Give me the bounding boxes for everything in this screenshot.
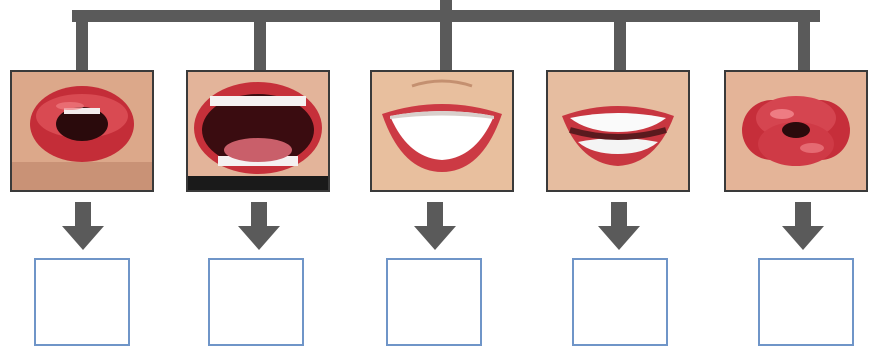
connector-drop-2 (254, 10, 266, 72)
answer-box-2[interactable] (208, 258, 304, 346)
mouth-broad-smile-teeth-image (370, 70, 514, 192)
answer-box-text (36, 260, 128, 344)
down-arrow-icon (780, 202, 826, 252)
down-arrow-icon (236, 202, 282, 252)
connector-drop-5 (798, 10, 810, 72)
answer-box-text (760, 260, 852, 344)
answer-box-text (210, 260, 302, 344)
answer-box-5[interactable] (758, 258, 854, 346)
answer-box-text (388, 260, 480, 344)
mouth-rounded-open-lips-image (10, 70, 154, 192)
down-arrow-icon (596, 202, 642, 252)
down-arrow-icon (60, 202, 106, 252)
answer-box-1[interactable] (34, 258, 130, 346)
connector-drop-4 (614, 10, 626, 72)
answer-box-text (574, 260, 666, 344)
down-arrow-icon (412, 202, 458, 252)
connector-drop-1 (76, 10, 88, 72)
connector-drop-3 (440, 10, 452, 72)
mouth-smile-parted-teeth-image (546, 70, 690, 192)
answer-box-3[interactable] (386, 258, 482, 346)
answer-box-4[interactable] (572, 258, 668, 346)
mouth-wide-open-image (186, 70, 330, 192)
mouth-puckered-kiss-image (724, 70, 868, 192)
